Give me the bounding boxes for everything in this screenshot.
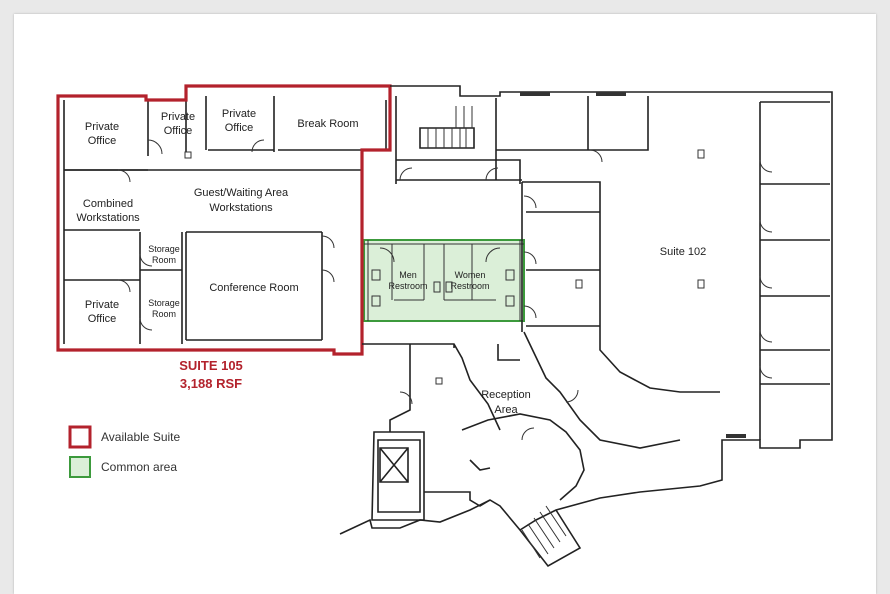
room-label-private-office-2: Private xyxy=(161,111,195,123)
corridor-north xyxy=(395,96,522,184)
room-label-break-room: Break Room xyxy=(297,118,358,130)
room-label-storage-room-1: Storage xyxy=(148,244,180,254)
stair-treads xyxy=(427,106,473,148)
room-label-men-restroom: Restroom xyxy=(388,281,427,291)
window xyxy=(726,434,746,438)
room-label-suite-102: Suite 102 xyxy=(660,246,706,258)
room-label-storage-room-1: Room xyxy=(152,255,176,265)
suite-walls-lower xyxy=(64,169,362,344)
building-doors xyxy=(399,149,773,441)
suite-doors xyxy=(117,139,335,331)
south-entrance xyxy=(339,499,582,568)
room-label-conference-room: Conference Room xyxy=(209,282,298,294)
suite-105-walls xyxy=(63,96,387,344)
fixture xyxy=(371,269,381,281)
column xyxy=(435,377,443,385)
room-label-guest-waiting: Guest/Waiting Area xyxy=(194,187,289,199)
room-label-reception-area: Reception xyxy=(481,389,531,401)
fixture xyxy=(505,269,515,281)
legend-swatch-common-area xyxy=(69,456,91,478)
elevator-shaft xyxy=(379,447,409,483)
suite-area: 3,188 RSF xyxy=(180,376,242,391)
fixture xyxy=(505,295,515,307)
entrance-stairs xyxy=(521,505,567,559)
suite-105-outline xyxy=(56,84,392,356)
column xyxy=(575,279,583,289)
column xyxy=(697,279,705,289)
room-label-reception-area: Area xyxy=(494,404,518,416)
fixture xyxy=(371,295,381,307)
room-label-private-office-1: Office xyxy=(88,135,117,147)
vestibule-walls xyxy=(424,459,491,507)
restroom-partitions xyxy=(391,244,496,301)
building-walls xyxy=(339,85,833,568)
corridor-south xyxy=(362,343,520,432)
common-area-restrooms xyxy=(363,239,525,322)
room-label-women-restroom: Restroom xyxy=(450,281,489,291)
legend-swatch-available-suite xyxy=(68,425,92,449)
window xyxy=(596,92,626,96)
room-label-private-office-3: Private xyxy=(222,108,256,120)
outer-wall-east xyxy=(390,85,833,531)
suite-102-east-offices xyxy=(759,101,830,440)
legend-label-common-area: Common area xyxy=(101,460,177,474)
room-label-combined-workstations: Combined xyxy=(83,198,133,210)
reception-curve xyxy=(461,413,585,501)
room-label-guest-waiting: Workstations xyxy=(209,202,273,214)
reception-east-wall xyxy=(523,331,681,449)
room-label-men-restroom: Men xyxy=(399,270,417,280)
room-label-private-office-3: Office xyxy=(225,122,254,134)
room-label-storage-room-2: Room xyxy=(152,309,176,319)
legend: Available Suite Common area xyxy=(68,425,180,478)
column xyxy=(184,151,192,159)
legend-label-available-suite: Available Suite xyxy=(101,430,180,444)
room-label-private-office-4: Private xyxy=(85,299,119,311)
room-label-combined-workstations: Workstations xyxy=(76,212,140,224)
suite-name: SUITE 105 xyxy=(179,358,243,373)
suite-102-west-offices xyxy=(521,181,720,393)
restroom-doors xyxy=(379,247,501,263)
fixture xyxy=(433,281,441,293)
room-label-private-office-4: Office xyxy=(88,313,117,325)
fixture xyxy=(445,281,453,293)
room-label-private-office-1: Private xyxy=(85,121,119,133)
room-label-women-restroom: Women xyxy=(455,270,486,280)
column xyxy=(697,149,705,159)
room-label-private-office-2: Office xyxy=(164,125,193,137)
room-label-storage-room-2: Storage xyxy=(148,298,180,308)
window xyxy=(520,92,550,96)
north-offices xyxy=(495,96,649,180)
room-labels: Private Office Private Office Private Of… xyxy=(76,108,706,416)
